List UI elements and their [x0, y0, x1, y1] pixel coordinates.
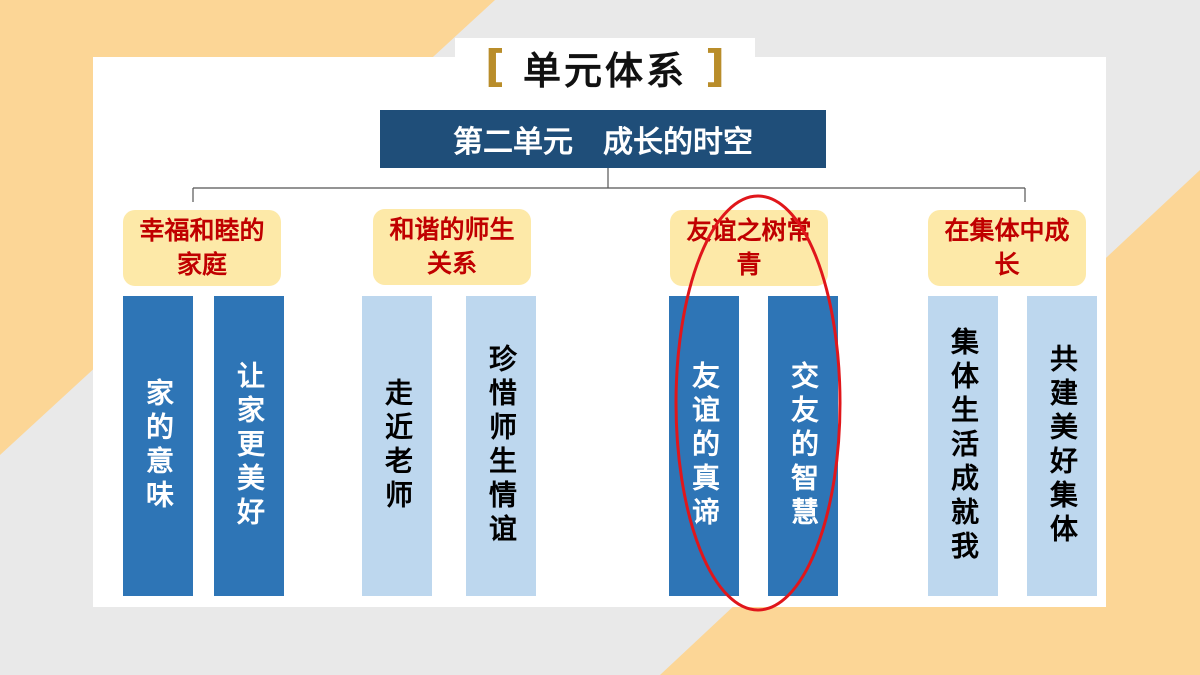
- topic-label: 友谊的真谛: [688, 361, 721, 531]
- title-bracket-left: [: [484, 41, 505, 92]
- topic-label: 集体生活成就我: [947, 327, 980, 565]
- topic-column-3-1: 友谊的真谛: [669, 296, 739, 596]
- topic-column-2-1: 走近老师: [362, 296, 432, 596]
- topic-label: 家的意味: [142, 378, 175, 514]
- topic-label: 共建美好集体: [1046, 344, 1079, 548]
- lesson-box-1: 幸福和睦的家庭: [123, 210, 281, 286]
- title-bracket-right: ]: [705, 41, 726, 92]
- lesson-box-2: 和谐的师生关系: [373, 209, 531, 285]
- topic-column-4-2: 共建美好集体: [1027, 296, 1097, 596]
- topic-column-4-1: 集体生活成就我: [928, 296, 998, 596]
- topic-label: 珍惜师生情谊: [485, 344, 518, 548]
- title-text: 单元体系: [522, 48, 687, 93]
- topic-label: 让家更美好: [233, 361, 266, 531]
- topic-column-1-1: 家的意味: [123, 296, 193, 596]
- lesson-box-4: 在集体中成长: [928, 210, 1086, 286]
- topic-column-2-2: 珍惜师生情谊: [466, 296, 536, 596]
- lesson-box-3: 友谊之树常青: [670, 210, 828, 286]
- topic-column-3-2: 交友的智慧: [768, 296, 838, 596]
- unit-title-box: 第二单元 成长的时空: [380, 110, 826, 168]
- page-title: [ 单元体系 ]: [455, 38, 755, 96]
- topic-label: 走近老师: [381, 378, 414, 514]
- topic-column-1-2: 让家更美好: [214, 296, 284, 596]
- topic-label: 交友的智慧: [787, 361, 820, 531]
